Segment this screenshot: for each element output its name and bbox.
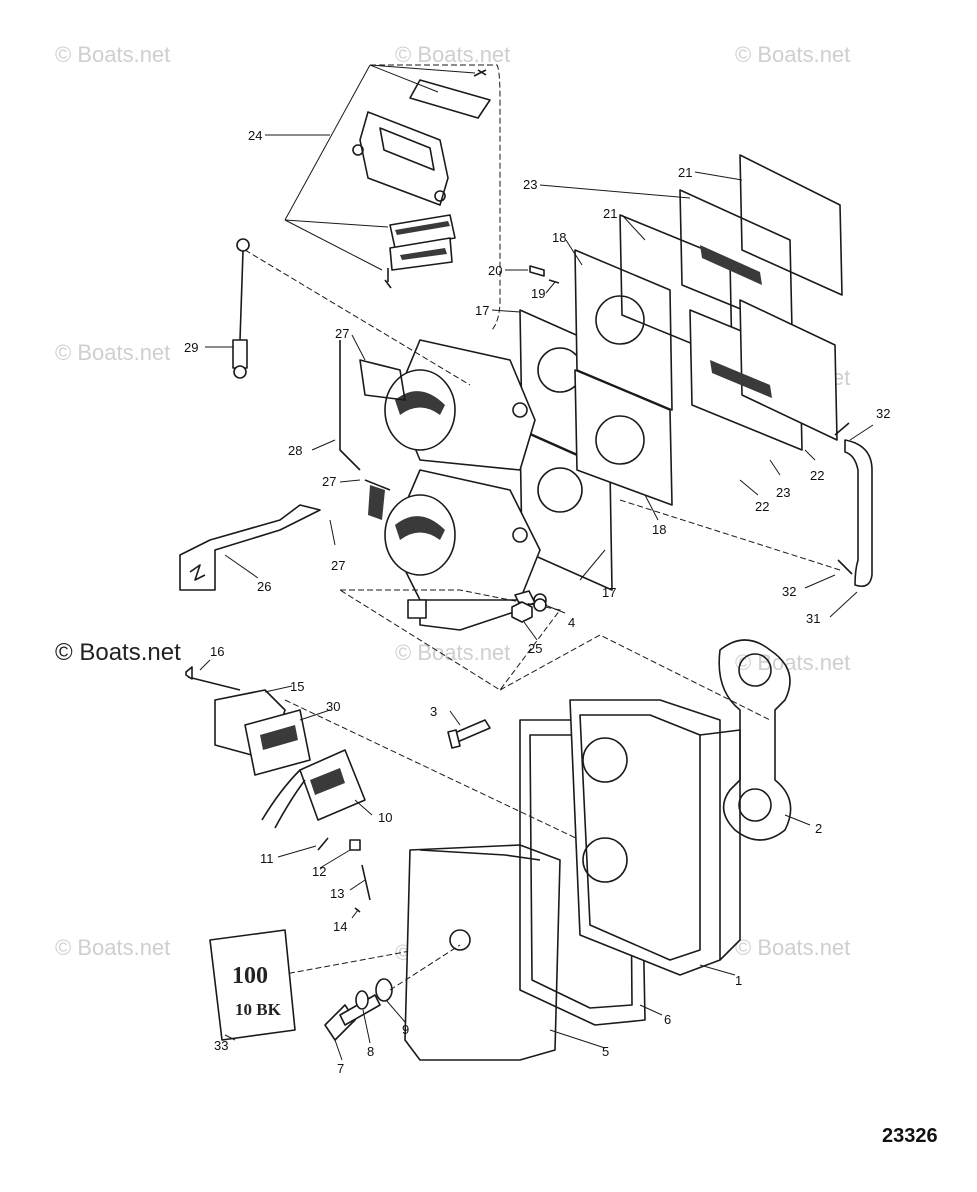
callout-33: 33 bbox=[214, 1038, 228, 1053]
watermark: © Boats.net bbox=[55, 42, 170, 67]
callout-7: 7 bbox=[337, 1061, 344, 1076]
callout-17: 17 bbox=[602, 585, 616, 600]
callout-10: 10 bbox=[378, 810, 392, 825]
reed-block-kit: 24 bbox=[248, 64, 501, 331]
callout-3: 3 bbox=[430, 704, 437, 719]
watermark: © Boats.net bbox=[55, 935, 170, 960]
callout-27: 27 bbox=[335, 326, 349, 341]
bolt-and-washers bbox=[324, 944, 461, 1041]
callout-9: 9 bbox=[402, 1022, 409, 1037]
callout-15: 15 bbox=[290, 679, 304, 694]
callout-23: 23 bbox=[776, 485, 790, 500]
callout-21: 21 bbox=[603, 206, 617, 221]
sensor-and-bracket bbox=[185, 666, 581, 976]
hose bbox=[804, 422, 874, 618]
decal-line1: 100 bbox=[232, 963, 268, 989]
callout-13: 13 bbox=[330, 886, 344, 901]
link-rod: 29 bbox=[184, 238, 250, 379]
callout-11: 11 bbox=[260, 851, 274, 866]
callout-19: 19 bbox=[531, 286, 545, 301]
watermark: © Boats.net bbox=[395, 640, 510, 665]
callout-16: 16 bbox=[210, 644, 224, 659]
callout-12: 12 bbox=[312, 864, 326, 879]
callout-23: 23 bbox=[523, 177, 537, 192]
callout-labels: 1 2 3 4 5 6 7 8 9 10 11 12 13 14 15 16 1… bbox=[210, 165, 890, 1076]
gasket bbox=[718, 639, 792, 841]
callout-26: 26 bbox=[257, 579, 271, 594]
decal: 100 10 BK bbox=[209, 929, 296, 1041]
reed-plates-and-gaskets bbox=[519, 154, 843, 591]
leader-lines bbox=[199, 171, 816, 1061]
callout-29: 29 bbox=[184, 340, 198, 355]
callout-32: 32 bbox=[876, 406, 890, 421]
air-box-base bbox=[519, 699, 741, 1026]
lever-bracket: 26 bbox=[179, 504, 321, 594]
watermark: © Boats.net bbox=[395, 42, 510, 67]
air-box-cover bbox=[404, 844, 561, 1061]
callout-22: 22 bbox=[755, 499, 769, 514]
callout-2: 2 bbox=[815, 821, 822, 836]
callout-4: 4 bbox=[568, 615, 575, 630]
callout-14: 14 bbox=[333, 919, 347, 934]
callout-24: 24 bbox=[248, 128, 262, 143]
callout-21: 21 bbox=[678, 165, 692, 180]
diagram-number: 23326 bbox=[882, 1125, 938, 1147]
callout-20: 20 bbox=[488, 263, 502, 278]
callout-31: 31 bbox=[806, 611, 820, 626]
watermark-dark: © Boats.net bbox=[55, 639, 181, 666]
callout-18: 18 bbox=[552, 230, 566, 245]
decal-line2: 10 BK bbox=[235, 1000, 282, 1019]
watermark: © Boats.net bbox=[735, 42, 850, 67]
callout-28: 28 bbox=[288, 443, 302, 458]
callout-30: 30 bbox=[326, 699, 340, 714]
callout-18: 18 bbox=[652, 522, 666, 537]
callout-27: 27 bbox=[331, 558, 345, 573]
watermark: © Boats.net bbox=[55, 340, 170, 365]
callout-25: 25 bbox=[528, 641, 542, 656]
callout-1: 1 bbox=[735, 973, 742, 988]
carburetor-assembly bbox=[244, 249, 841, 721]
watermark: © Boats.net bbox=[735, 935, 850, 960]
bolt bbox=[447, 719, 491, 749]
callout-22: 22 bbox=[810, 468, 824, 483]
callout-27: 27 bbox=[322, 474, 336, 489]
callout-32: 32 bbox=[782, 584, 796, 599]
callout-6: 6 bbox=[664, 1012, 671, 1027]
callout-5: 5 bbox=[602, 1044, 609, 1059]
callout-8: 8 bbox=[367, 1044, 374, 1059]
callout-17: 17 bbox=[475, 303, 489, 318]
